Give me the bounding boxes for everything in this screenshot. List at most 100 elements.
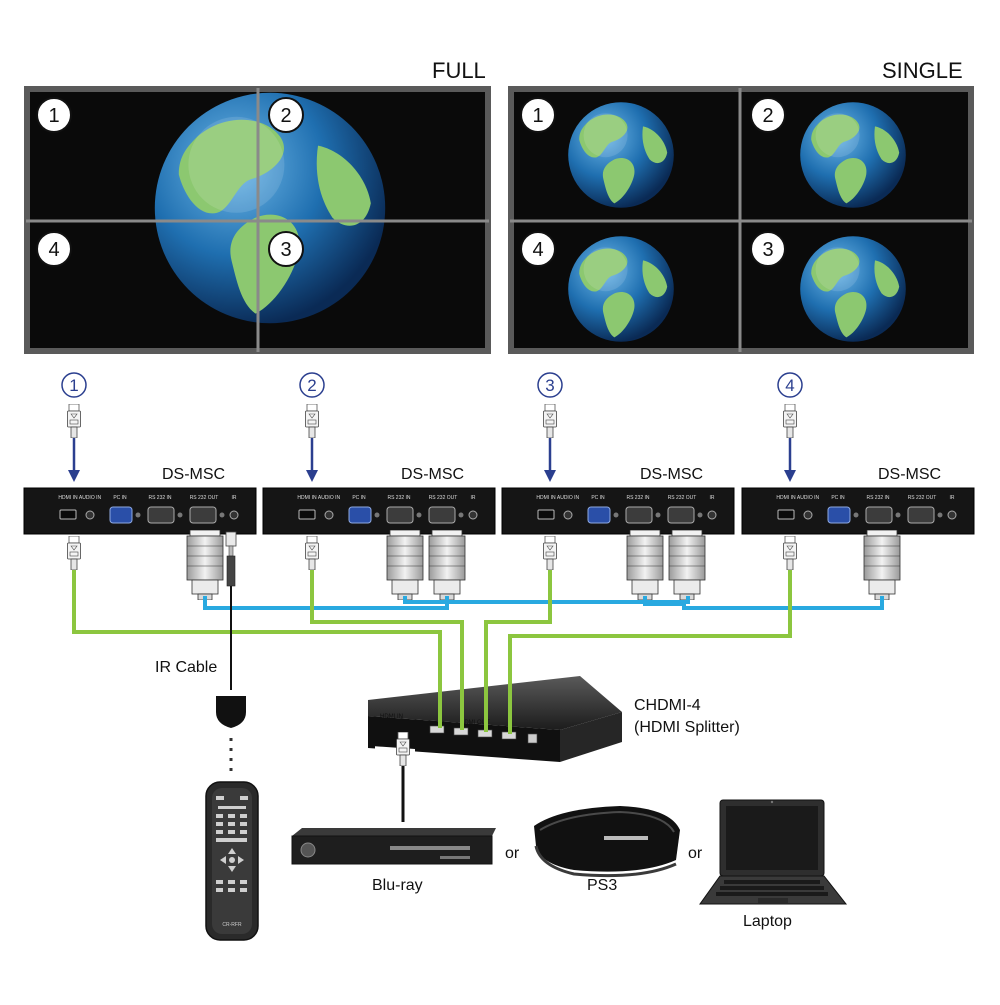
full-screen-number-4: 4 [36,231,72,267]
vga-port [587,506,611,524]
full-screen-number-3: 3 [268,231,304,267]
port-label: RS 232 OUT [190,495,219,501]
port-label: RS 232 OUT [429,495,458,501]
globe-single-3 [800,236,906,342]
screen-number-text: 1 [48,105,59,127]
splitter-hdmi-out-label: HDMI OUT [460,720,490,726]
output-number-badge [777,372,803,398]
ir-jack [468,510,478,520]
port-label: AUDIO IN [797,495,820,501]
rs232-cable-2-3 [403,596,690,604]
hdmi-plug-bottom [305,536,319,570]
port-label: RS 232 OUT [908,495,937,501]
output-4: 4 [777,372,803,482]
splitter-name: CHDMI-4 [634,697,701,714]
port-label: RS 232 IN [866,495,889,501]
source-ps3-label: PS3 [587,877,618,894]
rs232-in-port [625,506,653,524]
hdmi-plug-bottom [67,536,81,570]
port-label: IR [471,495,476,501]
hdmi-port [777,509,795,520]
rs232-plug-3-out [668,530,706,600]
rs232-cables [203,596,884,610]
single-screen-number-2: 2 [750,97,786,133]
full-mode-label: FULL [432,58,486,83]
output-number-badge [537,372,563,398]
port-label: AUDIO IN [79,495,102,501]
audio-jack [563,510,573,520]
ps3-console [534,806,680,878]
ir-emitter [216,696,246,728]
receiver-4-label: DS-MSC [878,466,942,483]
port-label: PC IN [113,495,127,501]
hdmi-cable-output-1 [72,570,442,700]
rs232-out-port [428,506,456,524]
rs232-plug-2-in [386,530,424,600]
hdmi-plug-top [543,404,557,438]
port-label: RS 232 OUT [668,495,697,501]
rs232-cable-3-4 [643,596,884,610]
output-number-text: 1 [69,376,78,395]
port-label: RS 232 IN [626,495,649,501]
receiver-2-label: DS-MSC [401,466,465,483]
globe-full-image [154,92,386,324]
vga-port [348,506,372,524]
laptop [699,799,848,905]
vga-port [827,506,851,524]
port-label: RS 232 IN [148,495,171,501]
output-number-text: 2 [307,376,316,395]
port-label: PC IN [831,495,845,501]
audio-jack [803,510,813,520]
ir-jack [229,510,239,520]
single-mode-label: SINGLE [882,58,963,83]
output-3: 3 [537,372,563,482]
ir-jack [707,510,717,520]
ir-cable [216,531,246,778]
output-number-badge [61,372,87,398]
single-screen-number-1: 1 [520,97,556,133]
hdmi-port [298,509,316,520]
ir-remote[interactable]: CR-RFR [205,781,259,941]
port-label: IR [710,495,715,501]
screen-number-text: 2 [280,105,291,127]
port-label: PC IN [352,495,366,501]
output-number-text: 4 [785,376,794,395]
down-arrow-icon [544,470,556,482]
port-label: HDMI IN [536,495,556,501]
hdmi-plug-top [305,404,319,438]
splitter-description: (HDMI Splitter) [634,719,740,736]
rs232-out-port [667,506,695,524]
hdmi-port [59,509,77,520]
full-screen-number-2: 2 [268,97,304,133]
down-arrow-icon [784,470,796,482]
receiver-1-label: DS-MSC [162,466,226,483]
port-label: HDMI IN [776,495,796,501]
rs232-plug-3-in [626,530,664,600]
output-1: 1 [61,372,87,482]
full-screen-number-1: 1 [36,97,72,133]
port-label: AUDIO IN [557,495,580,501]
ir-cable-label: IR Cable [155,659,218,676]
rs232-in-port [386,506,414,524]
port-label: IR [232,495,237,501]
or-label-2: or [688,845,703,862]
audio-jack [324,510,334,520]
audio-jack [85,510,95,520]
port-label: HDMI IN [58,495,78,501]
source-bluray-label: Blu-ray [372,877,423,894]
or-label-1: or [505,845,520,862]
globe-single-2 [800,102,906,208]
hdmi-plug-top [783,404,797,438]
ir-jack [947,510,957,520]
single-screen-number-3: 3 [750,231,786,267]
rs232-out-port [907,506,935,524]
bluray-player [291,828,496,865]
rs232-plug-1-out [186,530,224,600]
